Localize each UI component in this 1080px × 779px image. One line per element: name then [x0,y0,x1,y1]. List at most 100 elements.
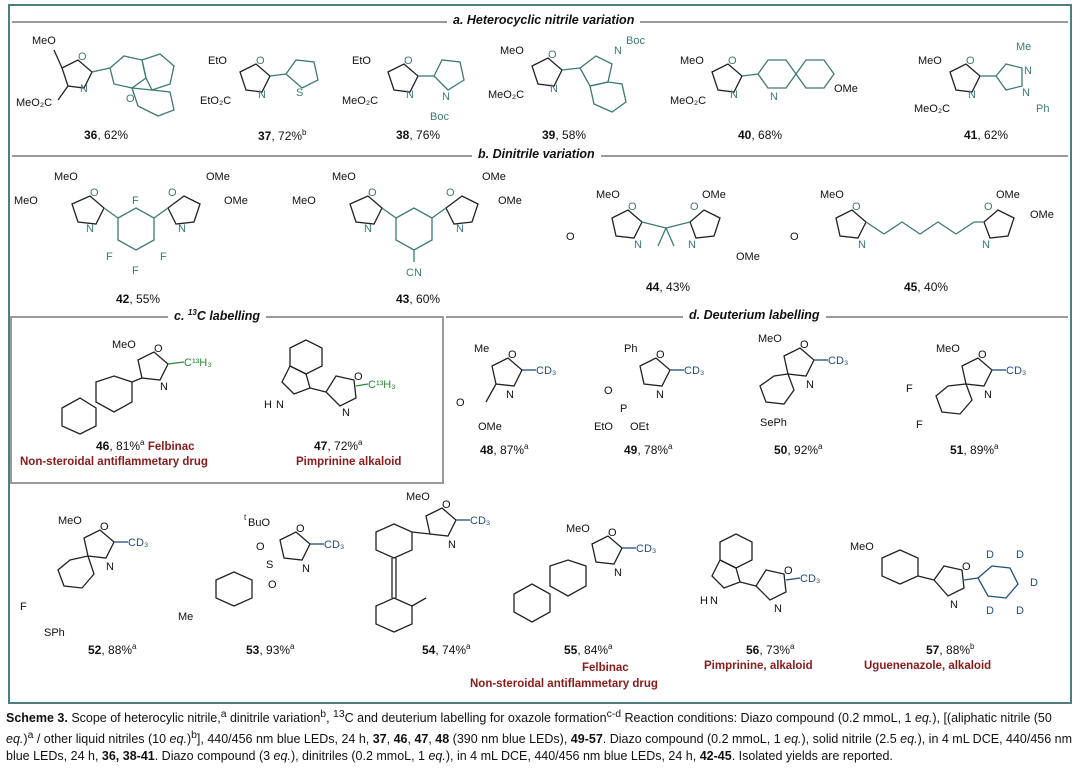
svg-text:SPh: SPh [44,627,65,639]
svg-text:O: O [404,55,413,67]
svg-text:MeO: MeO [112,339,136,351]
svg-text:N: N [406,89,414,101]
label-43: 43, 60% [396,292,441,306]
compound-38: EtO MeO₂C O N N Boc 38, 76% [338,30,488,145]
svg-text:MeO: MeO [566,523,590,535]
svg-text:O: O [608,527,617,539]
compound-48: Me O N CD₃ O OMe 48, 87%a [452,330,582,460]
label-38: 38, 76% [396,128,441,142]
svg-text:MeO: MeO [54,171,78,183]
svg-text:BuO: BuO [248,517,270,529]
svg-text:Me: Me [474,343,489,355]
svg-text:Boc: Boc [430,111,449,123]
label-50: 50, 92%a [774,442,823,457]
section-a-title: a. Heterocyclic nitrile variation [447,13,641,27]
compound-44: MeO OMe O OMe O N O N 44, 43% [562,164,782,312]
svg-text:O: O [984,201,993,213]
svg-text:O: O [628,201,637,213]
svg-text:MeO: MeO [32,35,56,47]
svg-text:O: O [852,201,861,213]
svg-text:CD₃: CD₃ [1006,365,1026,377]
svg-text:N: N [506,389,514,401]
svg-text:H: H [700,595,708,607]
note-57: Uguenenazole, alkaloid [864,660,992,672]
label-53: 53, 93%a [246,642,295,657]
svg-text:O: O [154,343,163,355]
svg-text:O: O [100,521,109,533]
svg-text:O: O [784,565,793,577]
svg-text:N: N [302,563,310,575]
svg-text:MeO: MeO [758,333,782,345]
svg-text:OMe: OMe [996,189,1020,201]
svg-text:F: F [132,195,139,207]
svg-text:O: O [548,49,557,61]
svg-text:Ph: Ph [1036,103,1049,115]
svg-text:O: O [126,93,135,105]
svg-text:F: F [20,601,27,613]
svg-text:O: O [456,397,465,409]
svg-text:N: N [364,223,372,235]
svg-text:MeO₂C: MeO₂C [488,89,524,101]
svg-text:D: D [986,605,994,617]
svg-text:CD₃: CD₃ [128,537,148,549]
compound-46: MeO O N C¹³H₃ 46, 81%a Felbinac Non-ster… [14,326,276,476]
svg-text:Me: Me [178,611,193,623]
svg-text:N: N [688,239,696,251]
svg-text:N: N [86,223,94,235]
svg-text:F: F [160,251,167,263]
note-46: Non-steroidal antiflammetary drug [20,456,208,468]
compound-50: MeO O N CD₃ SePh 50, 92%a [744,330,894,460]
structure-57: MeO O N D D D D D [850,541,1038,617]
svg-text:OEt: OEt [630,421,649,433]
svg-text:CN: CN [406,267,422,279]
section-d-title: d. Deuterium labelling [683,308,826,322]
svg-text:Ph: Ph [624,343,637,355]
svg-text:MeO: MeO [14,195,38,207]
svg-text:EtO: EtO [594,421,613,433]
outer-frame [8,4,1072,704]
svg-text:CD₃: CD₃ [828,355,848,367]
svg-text:N: N [770,91,778,103]
svg-text:MeO: MeO [936,343,960,355]
compound-51: MeO O N CD₃ F F 51, 89%a [902,330,1062,460]
compound-37: EtO EtO₂C O N S 37, 72%b [196,30,346,145]
note-47: Pimprinine alkaloid [296,456,402,468]
structure-48: Me O N CD₃ O OMe [456,343,556,433]
compound-40: MeO MeO₂C O N N OMe 40, 68% [666,30,866,145]
svg-text:N: N [968,89,976,101]
scheme-caption: Scheme 3. Scope of heterocylic nitrile,a… [6,709,1073,764]
structure-37: EtO EtO₂C O N S [200,55,319,107]
svg-text:D: D [1030,577,1038,589]
compound-57: MeO O N D D D D D 57, 88%b Uguenenazole,… [846,528,1066,678]
svg-text:N: N [456,223,464,235]
structure-45: MeO OMe O OMe O N O N [790,189,1054,251]
svg-text:N: N [258,89,266,101]
svg-text:O: O [446,187,455,199]
svg-text:N: N [656,389,664,401]
svg-text:OMe: OMe [498,195,522,207]
structure-40: MeO MeO₂C O N N OMe [670,55,858,107]
label-44: 44, 43% [646,280,691,294]
svg-text:MeO₂C: MeO₂C [914,103,950,115]
structure-38: EtO MeO₂C O N N Boc [342,55,465,123]
svg-text:O: O [268,579,277,591]
svg-text:N: N [858,239,866,251]
label-51: 51, 89%a [950,442,999,457]
svg-text:MeO: MeO [918,55,942,67]
svg-text:MeO: MeO [680,55,704,67]
compound-52: MeO O N CD₃ F SPh 52, 88%a [14,510,174,660]
svg-text:Boc: Boc [626,35,645,47]
svg-text:O: O [78,51,87,63]
structure-54: MeO O N CD₃ [375,491,490,633]
svg-text:O: O [90,187,99,199]
svg-text:N: N [774,603,782,615]
svg-text:O: O [656,349,665,361]
structure-46: MeO O N C¹³H₃ [61,339,212,435]
svg-text:O: O [690,201,699,213]
compound-54: MeO O N CD₃ 54, 74%a [354,488,494,660]
label-40: 40, 68% [738,128,783,142]
svg-text:F: F [132,265,139,277]
svg-text:N: N [982,239,990,251]
svg-text:D: D [1016,549,1024,561]
svg-text:N: N [550,83,558,95]
